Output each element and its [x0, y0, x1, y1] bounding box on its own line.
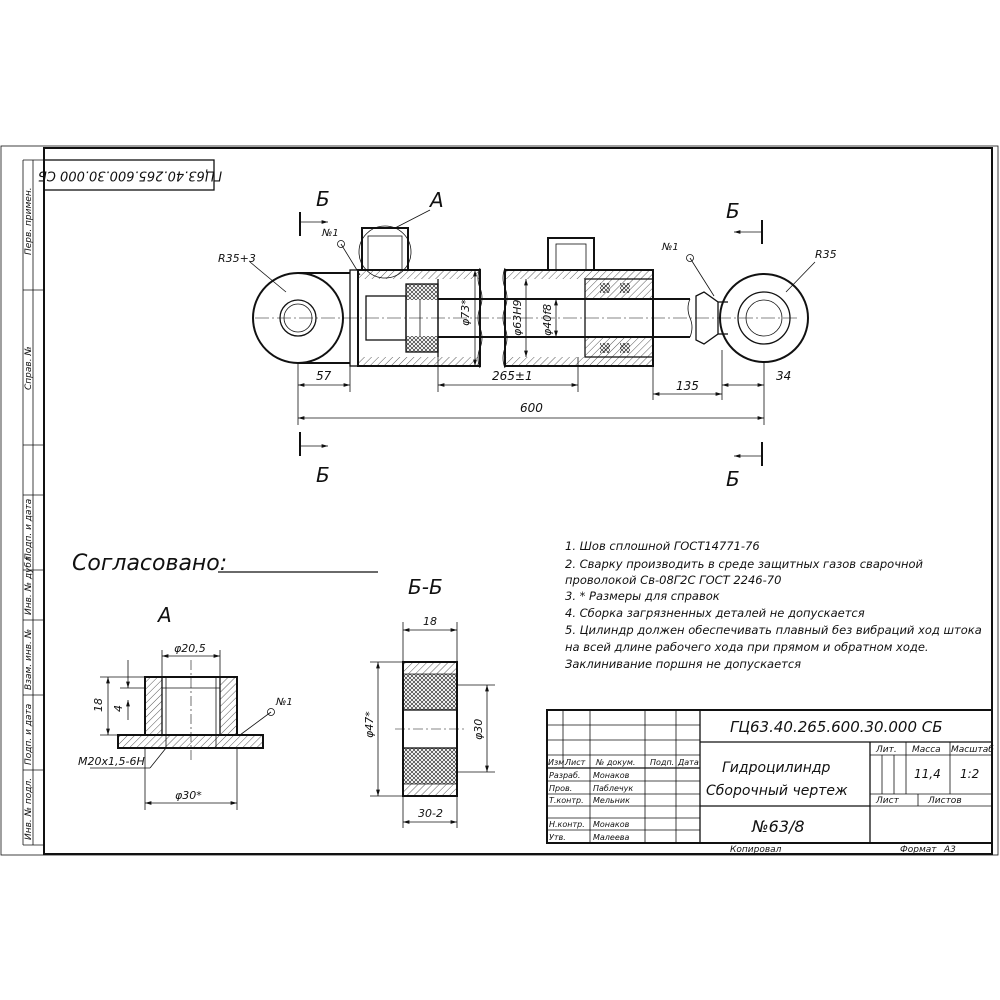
title-name-line1: Гидроцилиндр [722, 760, 831, 776]
hdr-lit: Лит. [875, 745, 897, 755]
margin-label-repl-inv: Взам. инв. № [24, 629, 34, 690]
weld-mark-left: №1 [321, 228, 339, 239]
callout-circle-a [358, 225, 412, 279]
dim-d40: φ40f8 [541, 304, 554, 336]
hdr-sheets: Листов [927, 796, 962, 806]
port-boss-right [547, 237, 595, 271]
note-line: 3. * Размеры для справок [565, 589, 720, 603]
person-norm-control: Монаков [593, 820, 630, 829]
detail-a-weld: №1 [275, 697, 293, 708]
value-mass: 11,4 [914, 767, 941, 781]
main-view: А Б Б Б Б R35+3 R35 №1 №1 φ73* φ63H9 φ40… [218, 187, 837, 491]
margin-label-orig-inv: Инв. № подл. [24, 778, 34, 840]
rotated-doc-number: ГЦ63.40.265.600.30.000 СБ [38, 168, 222, 183]
role-norm-control: Н.контр. [549, 820, 585, 829]
person-approved: Малеева [593, 833, 629, 842]
detail-a-title: А [156, 603, 172, 627]
hdr-scale: Масштаб [951, 745, 994, 755]
copied-label: Копировал [730, 845, 782, 855]
dim-135: 135 [676, 379, 699, 393]
approval-label: Согласовано: [72, 551, 227, 576]
section-bb: Б-Б 18 φ47* φ30 30-2 [363, 575, 495, 828]
note-line: 4. Сборка загрязненных деталей не допуск… [565, 606, 865, 620]
section-bb-title: Б-Б [408, 575, 443, 599]
hdr-date: Дата [677, 758, 699, 767]
detail-a-d30: φ30* [175, 789, 202, 802]
section-mark-top-left: Б [316, 187, 330, 211]
margin-label-reference: Справ. № [24, 346, 34, 390]
format-value: А3 [943, 845, 956, 855]
role-approved: Утв. [549, 833, 566, 842]
value-scale: 1:2 [960, 767, 979, 781]
role-developer: Разраб. [549, 771, 580, 780]
title-name-line2: Сборочный чертеж [706, 783, 848, 799]
radius-right: R35 [815, 248, 837, 261]
hdr-list: Лист [564, 758, 586, 767]
margin-label-sign-date: Подп. и дата [24, 499, 34, 560]
section-bb-w18: 18 [423, 615, 437, 628]
note-line: 2. Сварку производить в среде защитных г… [565, 557, 924, 571]
margin-label-sign-date-2: Подп. и дата [24, 704, 34, 765]
hdr-doc: № докум. [595, 758, 635, 767]
detail-a: А φ20,5 18 4 М20х1,5-6Н φ30* №1 [78, 603, 293, 810]
radius-left: R35+3 [218, 252, 256, 265]
person-tech-control: Мельник [593, 796, 630, 805]
hdr-mass: Масса [912, 745, 941, 755]
dim-d63: φ63H9 [511, 299, 524, 336]
section-mark-bottom-left: Б [316, 463, 330, 487]
detail-a-thread: М20х1,5-6Н [78, 755, 145, 768]
weld-mark-right: №1 [661, 242, 679, 253]
drawing-frame [43, 147, 993, 855]
hdr-sign: Подп. [650, 758, 674, 767]
section-bb-d30: φ30 [472, 719, 485, 740]
format-label: Формат [900, 845, 937, 855]
margin-label-dup-inv: Инв. № дубл. [24, 553, 34, 615]
callout-label-a: А [428, 188, 444, 212]
dim-34: 34 [776, 369, 791, 383]
section-bb-d47: φ47* [363, 711, 376, 738]
port-boss-left [361, 227, 409, 271]
section-bb-w30: 30-2 [418, 807, 443, 820]
dim-57: 57 [316, 369, 332, 383]
hdr-izm: Изм. [548, 758, 567, 767]
dim-265: 265±1 [492, 369, 533, 383]
section-mark-top-right: Б [726, 199, 740, 223]
margin-label-first-use: Перв. примен. [24, 187, 34, 255]
left-margin-strip: Перв. примен. Справ. № Подп. и дата Инв.… [22, 159, 44, 846]
note-line: 5. Цилиндр должен обеспечивать плавный б… [565, 623, 982, 637]
section-mark-bottom-right: Б [726, 467, 740, 491]
note-line: на всей длине рабочего хода при прямом и… [565, 640, 929, 654]
technical-notes: 1. Шов сплошной ГОСТ14771-76 2. Сварку п… [565, 539, 982, 671]
detail-a-h18: 18 [92, 698, 105, 712]
title-order-number: №63/8 [751, 817, 805, 836]
person-developer: Монаков [593, 771, 630, 780]
hdr-sheet: Лист [875, 796, 900, 806]
detail-a-d20: φ20,5 [174, 642, 206, 655]
title-doc-number: ГЦ63.40.265.600.30.000 СБ [730, 718, 943, 736]
person-checker: Паблечук [593, 784, 633, 793]
rotated-stamp: ГЦ63.40.265.600.30.000 СБ [38, 159, 222, 191]
dim-d73: φ73* [459, 299, 472, 326]
title-block: ГЦ63.40.265.600.30.000 СБ Гидроцилиндр С… [546, 709, 994, 844]
role-tech-control: Т.контр. [549, 796, 584, 805]
dim-600: 600 [520, 401, 543, 415]
note-line: проволокой Св-08Г2С ГОСТ 2246-70 [565, 573, 781, 587]
approval-block: Согласовано: [72, 551, 378, 576]
note-line: Заклинивание поршня не допускается [565, 657, 801, 671]
note-line: 1. Шов сплошной ГОСТ14771-76 [565, 539, 760, 553]
role-checker: Пров. [549, 784, 572, 793]
detail-a-h4: 4 [112, 705, 125, 712]
